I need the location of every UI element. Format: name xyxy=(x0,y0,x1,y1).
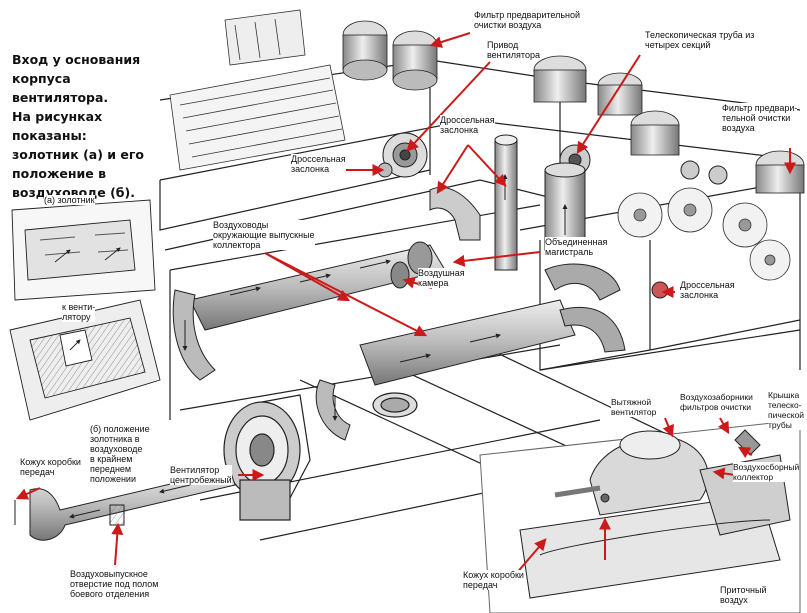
label-exhaust-fan: Вытяжной вентилятор xyxy=(611,397,657,417)
tank-inset xyxy=(479,419,801,613)
label-telescopic-pipe: Телескопическая труба из четырех секций xyxy=(645,30,755,50)
label-filter-intakes: Воздухозаборники фильтров очистки xyxy=(680,392,753,412)
label-throttle-left: Дроссельная заслонка xyxy=(291,154,346,174)
label-tele-cover: Крышка телеско- пической трубы xyxy=(768,390,805,430)
label-ducts-exhaust: Воздуховоды окружающие выпускные коллект… xyxy=(213,220,315,250)
intro-caption: Вход у основания корпуса вентилятора. На… xyxy=(12,52,144,200)
hull-frame xyxy=(159,59,801,541)
label-combined-manifold: Объединенная магистраль xyxy=(545,237,608,257)
label-fan-drive: Привод вентилятора xyxy=(487,40,540,60)
right-deck-fans xyxy=(617,187,791,281)
label-prefilter-top: Фильтр предварительной очистки воздуха xyxy=(474,10,581,30)
label-supply-air: Приточный воздух xyxy=(720,585,767,605)
label-air-chamber: Воздушная камера xyxy=(418,268,465,288)
label-centrifugal-fan: Вентилятор центробежный xyxy=(170,465,232,485)
label-throttle-right: Дроссельная заслонка xyxy=(680,280,735,300)
label-gearbox-cover-bottom: Кожух коробки передач xyxy=(463,570,524,590)
label-gearbox-cover-left: Кожух коробки передач xyxy=(20,457,81,477)
exhaust-ducts xyxy=(172,241,626,441)
label-prefilter-right: Фильтр предвари- тельной очистки воздуха xyxy=(722,103,798,133)
flow-arrows xyxy=(69,174,568,519)
label-air-outlet: Воздуховыпускное отверстие под полом бое… xyxy=(70,569,159,599)
lower-outlet-duct xyxy=(14,469,236,541)
label-to-fan: к венти- лятору xyxy=(62,302,96,322)
label-collector-manifold: Воздухосборный коллектор xyxy=(733,462,800,482)
label-spool-b: (б) положение золотника в воздуховоде в … xyxy=(90,424,150,484)
inset-a-spool xyxy=(11,199,156,301)
label-spool-a: (а) золотник xyxy=(44,195,95,205)
label-throttle-center: Дроссельная заслонка xyxy=(440,115,495,135)
upper-deck-details xyxy=(169,9,805,194)
inset-b-spool xyxy=(9,299,161,421)
